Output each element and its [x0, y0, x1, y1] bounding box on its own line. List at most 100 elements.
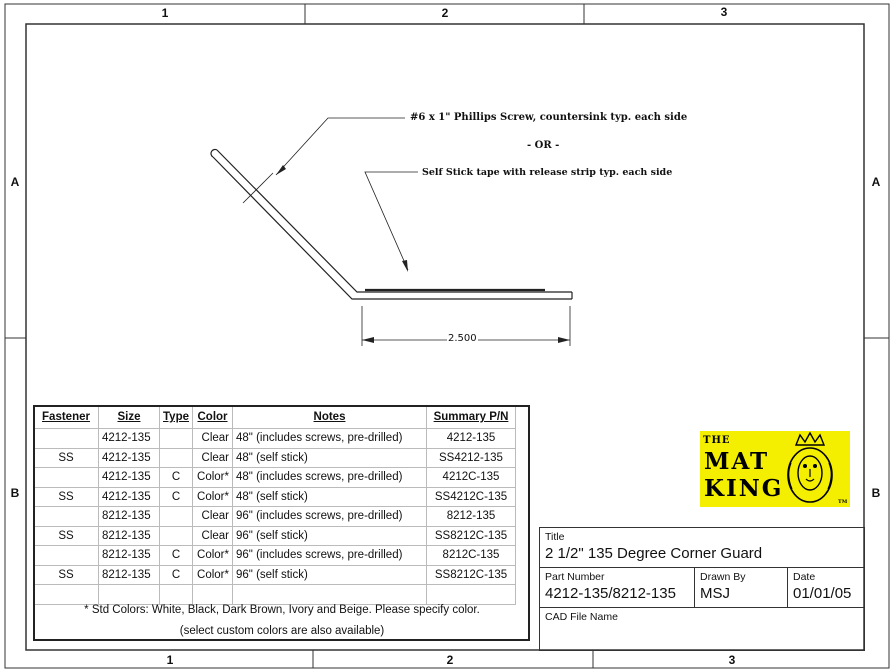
- part-number-value: 4212-135/8212-135: [545, 585, 676, 602]
- zone-right-b: B: [871, 486, 881, 500]
- or-note: - OR -: [527, 140, 560, 151]
- cell-size: 8212-135: [98, 564, 160, 585]
- cell-fastener: [33, 545, 99, 566]
- cell-type: [159, 525, 193, 546]
- cad-file-cell: CAD File Name: [539, 607, 865, 651]
- cell-size: 8212-135: [98, 525, 160, 546]
- cell-summary-pn: 8212C-135: [426, 545, 516, 566]
- zone-bottom-2: 2: [446, 653, 454, 667]
- cell-fastener: [33, 428, 99, 449]
- cell-color: Clear: [192, 428, 233, 449]
- tape-leader: [364, 171, 418, 272]
- header-notes: Notes: [232, 405, 427, 429]
- table-row: 4212-135 Clear 48" (includes screws, pre…: [33, 428, 516, 449]
- zone-bottom-1: 1: [166, 653, 174, 667]
- cell-notes: 48" (includes screws, pre-drilled): [232, 428, 427, 449]
- cell-summary-pn: 4212C-135: [426, 467, 516, 488]
- cad-file-label: CAD File Name: [545, 611, 618, 623]
- cell-summary-pn: SS4212C-135: [426, 486, 516, 507]
- cell-notes: 48" (self stick): [232, 447, 427, 468]
- header-summary-pn: Summary P/N: [426, 405, 516, 429]
- cell-size: 8212-135: [98, 545, 160, 566]
- cell-fastener: SS: [33, 486, 99, 507]
- cell-color: Color*: [192, 564, 233, 585]
- cell-size: 4212-135: [98, 428, 160, 449]
- part-number-label: Part Number: [545, 571, 605, 583]
- logo-line-the: THE: [703, 435, 731, 446]
- table-header-row: Fastener Size Type Color Notes Summary P…: [33, 405, 516, 429]
- cell-fastener: SS: [33, 447, 99, 468]
- cell-summary-pn: SS4212-135: [426, 447, 516, 468]
- cell-type: [159, 447, 193, 468]
- header-type: Type: [159, 405, 193, 429]
- date-label: Date: [793, 571, 816, 583]
- cell-notes: 96" (self stick): [232, 564, 427, 585]
- parts-table: Fastener Size Type Color Notes Summary P…: [33, 405, 516, 605]
- cell-notes: 96" (self stick): [232, 525, 427, 546]
- title-cell: Title 2 1/2" 135 Degree Corner Guard: [539, 527, 865, 568]
- cell-type: C: [159, 545, 193, 566]
- drawn-by-label: Drawn By: [700, 571, 746, 583]
- cell-size: 8212-135: [98, 506, 160, 527]
- cell-summary-pn: SS8212C-135: [426, 525, 516, 546]
- cell-type: C: [159, 564, 193, 585]
- zone-top-2: 2: [441, 6, 449, 20]
- cell-color: Color*: [192, 467, 233, 488]
- header-fastener: Fastener: [33, 405, 99, 429]
- cell-fastener: SS: [33, 564, 99, 585]
- drawn-by-value: MSJ: [700, 585, 730, 602]
- header-size: Size: [98, 405, 160, 429]
- cell-type: [159, 428, 193, 449]
- zone-top-1: 1: [161, 6, 169, 20]
- table-row: SS 8212-135 C Color* 96" (self stick) SS…: [33, 564, 516, 585]
- date-cell: Date 01/01/05: [787, 567, 865, 608]
- cell-summary-pn: 4212-135: [426, 428, 516, 449]
- zone-bottom-3: 3: [728, 653, 736, 667]
- part-number-cell: Part Number 4212-135/8212-135: [539, 567, 695, 608]
- lion-icon: [787, 431, 833, 503]
- table-row: SS 4212-135 C Color* 48" (self stick) SS…: [33, 486, 516, 507]
- logo-line-mat: MAT: [704, 448, 770, 475]
- date-value: 01/01/05: [793, 585, 852, 602]
- custom-color-footnote: (select custom colors are also available…: [179, 625, 385, 637]
- cell-notes: 48" (includes screws, pre-drilled): [232, 467, 427, 488]
- cell-color: Clear: [192, 525, 233, 546]
- corner-guard-profile: [210, 148, 573, 300]
- cell-type: C: [159, 467, 193, 488]
- screw-note: #6 x 1" Phillips Screw, countersink typ.…: [410, 112, 688, 123]
- cell-notes: 48" (self stick): [232, 486, 427, 507]
- cell-color: Color*: [192, 486, 233, 507]
- dimension-value: 2.500: [447, 333, 478, 344]
- screw-leader: [275, 117, 405, 176]
- cell-fastener: SS: [33, 525, 99, 546]
- cell-size: 4212-135: [98, 486, 160, 507]
- logo-trademark: TM: [838, 499, 848, 505]
- cell-summary-pn: 8212-135: [426, 506, 516, 527]
- table-row: 4212-135 C Color* 48" (includes screws, …: [33, 467, 516, 488]
- cell-fastener: [33, 506, 99, 527]
- cell-color: Color*: [192, 545, 233, 566]
- zone-top-3: 3: [720, 5, 728, 19]
- table-row: SS 4212-135 Clear 48" (self stick) SS421…: [33, 447, 516, 468]
- cell-summary-pn: SS8212C-135: [426, 564, 516, 585]
- table-row: SS 8212-135 Clear 96" (self stick) SS821…: [33, 525, 516, 546]
- title-value: 2 1/2" 135 Degree Corner Guard: [545, 545, 763, 562]
- zone-left-b: B: [10, 486, 20, 500]
- table-row: 8212-135 Clear 96" (includes screws, pre…: [33, 506, 516, 527]
- cell-notes: 96" (includes screws, pre-drilled): [232, 506, 427, 527]
- cell-size: 4212-135: [98, 467, 160, 488]
- cell-color: Clear: [192, 506, 233, 527]
- cell-type: [159, 506, 193, 527]
- header-color: Color: [192, 405, 233, 429]
- logo-line-king: KING: [704, 475, 784, 502]
- color-footnote: * Std Colors: White, Black, Dark Brown, …: [84, 604, 480, 616]
- zone-right-a: A: [871, 175, 881, 189]
- drawn-by-cell: Drawn By MSJ: [694, 567, 788, 608]
- cell-size: 4212-135: [98, 447, 160, 468]
- tape-note: Self Stick tape with release strip typ. …: [422, 167, 673, 178]
- cell-fastener: [33, 467, 99, 488]
- cell-notes: 96" (includes screws, pre-drilled): [232, 545, 427, 566]
- zone-left-a: A: [10, 175, 20, 189]
- title-label: Title: [545, 531, 565, 543]
